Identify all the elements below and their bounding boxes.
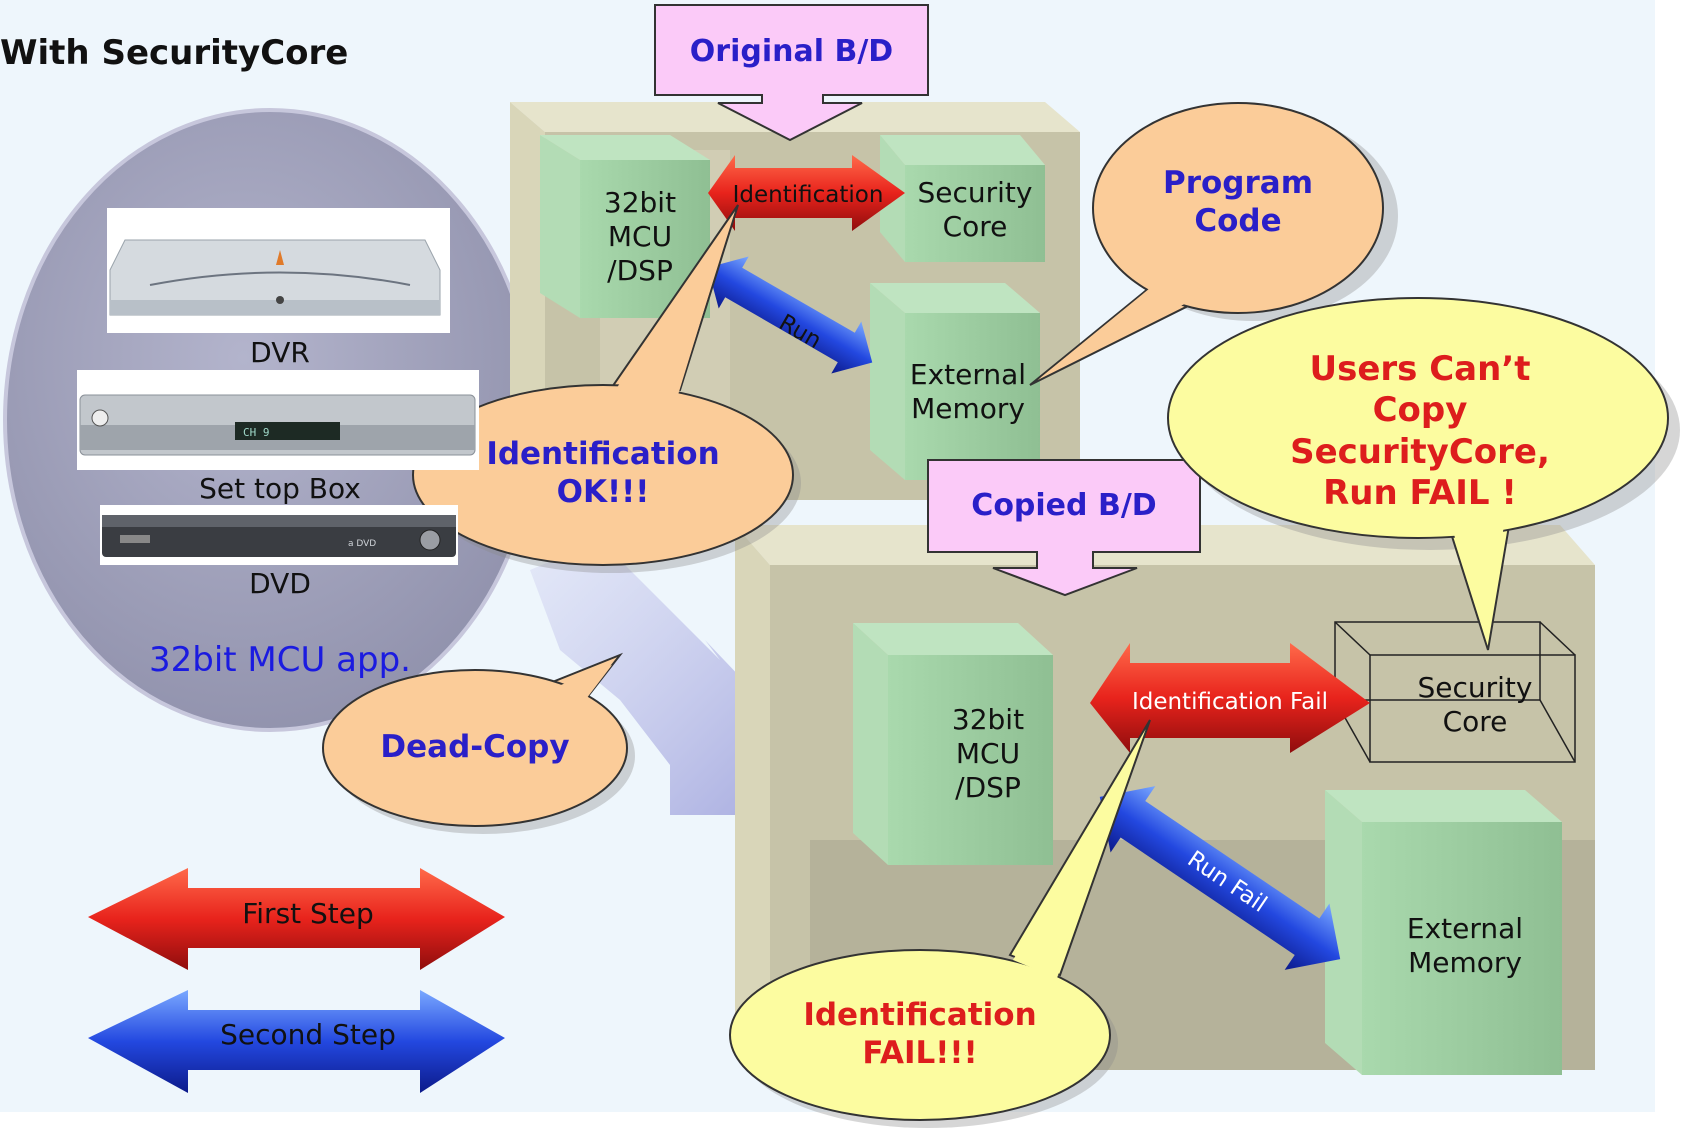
legend-second-step-label: Second Step <box>220 1018 396 1051</box>
original-bd-label-box <box>654 4 929 142</box>
program-code-callout <box>1029 102 1398 386</box>
device-label-dvd: DVD <box>249 567 311 600</box>
dead-copy-text: Dead-Copy <box>380 729 570 765</box>
identification-fail-text: Identification FAIL!!! <box>803 997 1037 1071</box>
original-memory-chip <box>870 283 1040 480</box>
users-cant-copy-callout <box>1167 297 1680 651</box>
dead-copy-callout <box>322 652 635 834</box>
original-memory-label: External Memory <box>909 358 1027 426</box>
copied-run-fail-arrow <box>1099 786 1341 970</box>
identification-ok-callout <box>412 204 801 573</box>
app-label: 32bit MCU app. <box>148 640 411 680</box>
copied-memory-chip <box>1325 790 1562 1075</box>
copied-identification-fail-arrow <box>1090 643 1370 753</box>
svg-text:a DVD: a DVD <box>348 539 376 549</box>
page-title: With SecurityCore <box>0 33 349 73</box>
original-bd-label: Original B/D <box>689 34 894 69</box>
legend-second-step-arrow <box>88 990 505 1093</box>
original-identification-arrow <box>708 155 905 231</box>
identification-fail-callout <box>729 719 1151 1128</box>
users-cant-copy-text: Users Can’t Copy SecurityCore, Run FAIL … <box>1290 349 1550 514</box>
legend-first-step-label: First Step <box>242 897 374 930</box>
program-code-text: Program Code <box>1162 165 1313 239</box>
copied-identification-fail-label: Identification Fail <box>1131 689 1329 715</box>
copied-security-core-label: Security Core <box>1417 671 1533 739</box>
copied-memory-label: External Memory <box>1406 912 1524 980</box>
copied-mcu-label: 32bit MCU /DSP <box>951 703 1025 805</box>
svg-text:CH 9: CH 9 <box>243 426 270 439</box>
device-label-set-top-box: Set top Box <box>199 472 361 505</box>
original-identification-label: Identification <box>732 182 884 208</box>
device-label-dvr: DVR <box>250 336 310 369</box>
set-top-box-device-image: CH 9 <box>77 370 479 470</box>
original-run-arrow <box>707 256 873 374</box>
dvd-player-device-image: a DVD <box>100 505 458 565</box>
copied-bd-label-box <box>927 459 1201 597</box>
copied-security-core-outline <box>1334 621 1576 763</box>
dvr-device-image <box>107 208 450 333</box>
original-mcu-label: 32bit MCU /DSP <box>603 186 677 288</box>
copied-mcu-chip <box>853 623 1053 865</box>
original-security-core-label: Security Core <box>917 176 1033 244</box>
copied-bd-label: Copied B/D <box>971 488 1157 523</box>
legend-first-step-arrow <box>88 868 505 970</box>
identification-ok-text: Identification OK!!! <box>486 436 720 510</box>
